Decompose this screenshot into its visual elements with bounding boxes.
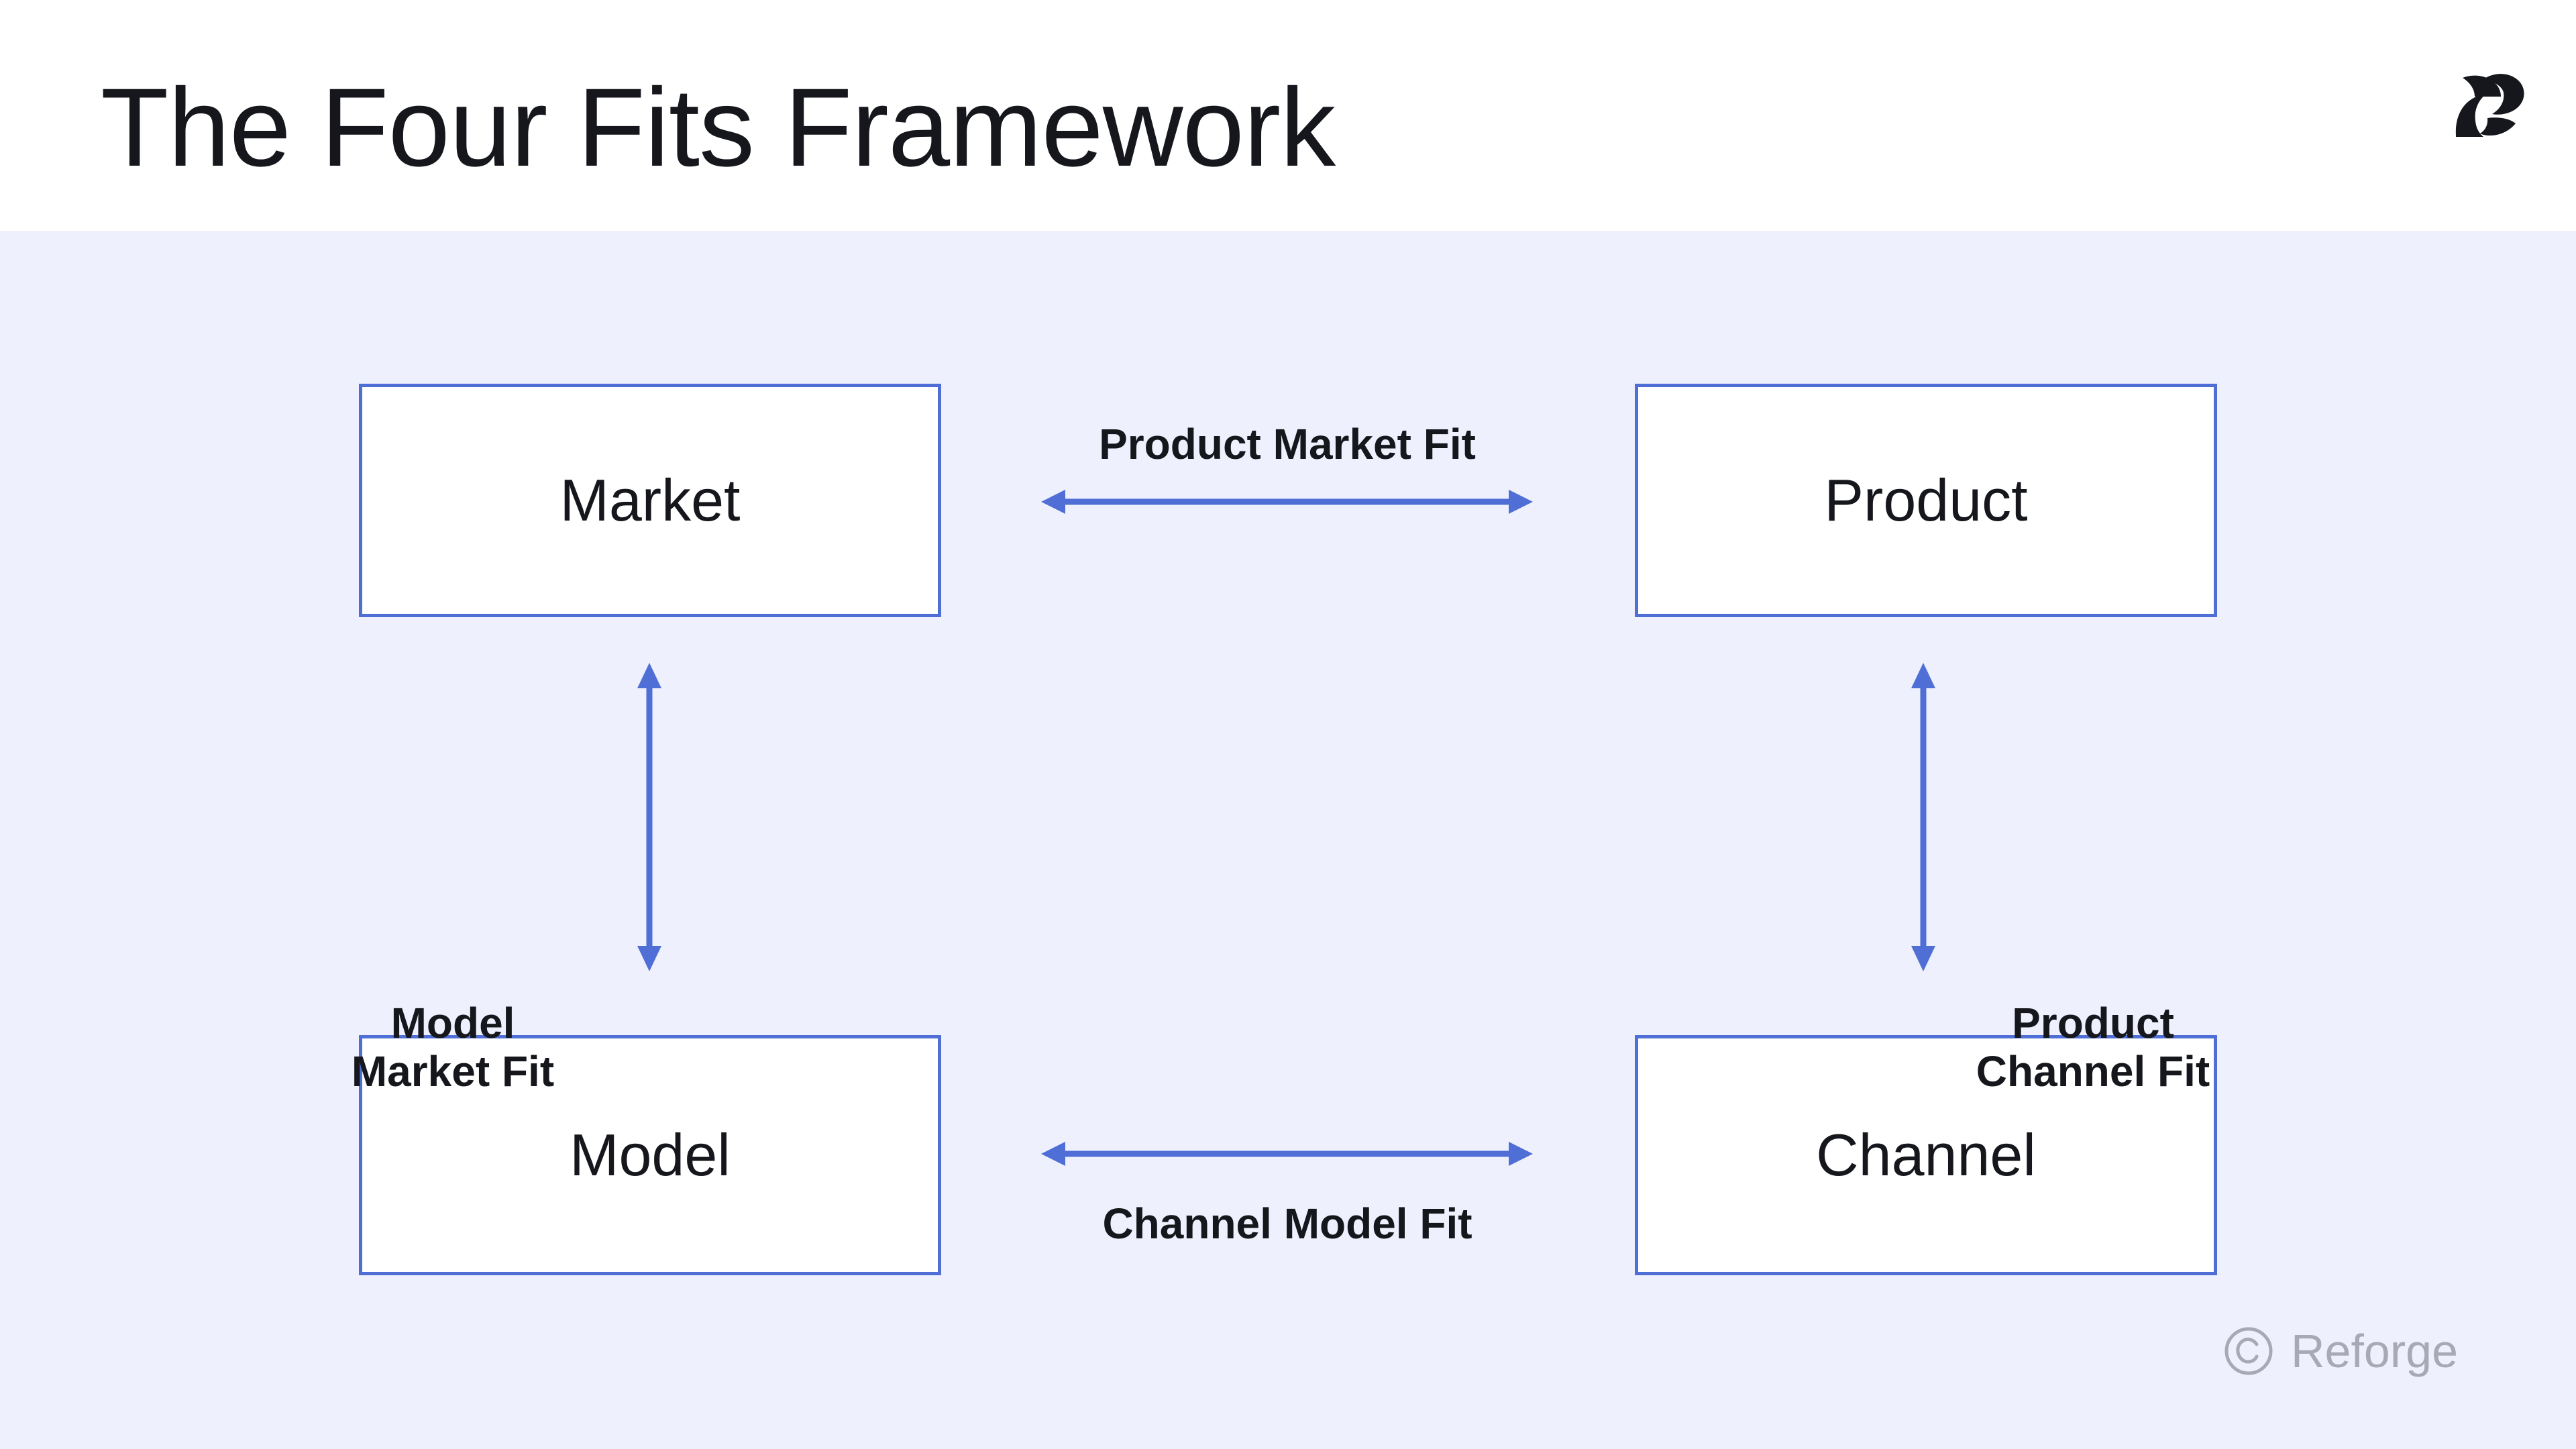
node-model[interactable]: Model bbox=[359, 1035, 941, 1275]
arrow-product-market-fit bbox=[1041, 490, 1533, 514]
page-title: The Four Fits Framework bbox=[101, 66, 1336, 190]
node-product[interactable]: Product bbox=[1635, 384, 2217, 617]
slide-header: The Four Fits Framework bbox=[0, 0, 2576, 231]
credit-brand-label: Reforge bbox=[2291, 1325, 2459, 1377]
node-market-label: Market bbox=[559, 467, 741, 533]
arrow-channel-model-fit bbox=[1041, 1142, 1533, 1166]
node-channel[interactable]: Channel bbox=[1635, 1035, 2217, 1275]
edge-label-model-market-fit: Model Market Fit bbox=[351, 999, 555, 1095]
node-product-label: Product bbox=[1824, 467, 2028, 533]
arrow-product-channel-fit bbox=[1911, 663, 1935, 971]
edge-label-product-channel-fit: Product Channel Fit bbox=[1976, 999, 2210, 1095]
node-market[interactable]: Market bbox=[359, 384, 941, 617]
edge-label-channel-model-fit: Channel Model Fit bbox=[1102, 1199, 1472, 1248]
diagram-canvas: Market Product Model Channel Product Mar… bbox=[0, 231, 2576, 1449]
node-channel-label: Channel bbox=[1816, 1122, 2036, 1188]
credit-block: Reforge bbox=[2224, 1326, 2458, 1376]
copyright-icon bbox=[2224, 1327, 2273, 1375]
node-model-label: Model bbox=[570, 1122, 731, 1188]
arrow-model-market-fit bbox=[637, 663, 661, 971]
reforge-logo-icon bbox=[2455, 74, 2524, 137]
edge-label-product-market-fit: Product Market Fit bbox=[1099, 420, 1476, 468]
